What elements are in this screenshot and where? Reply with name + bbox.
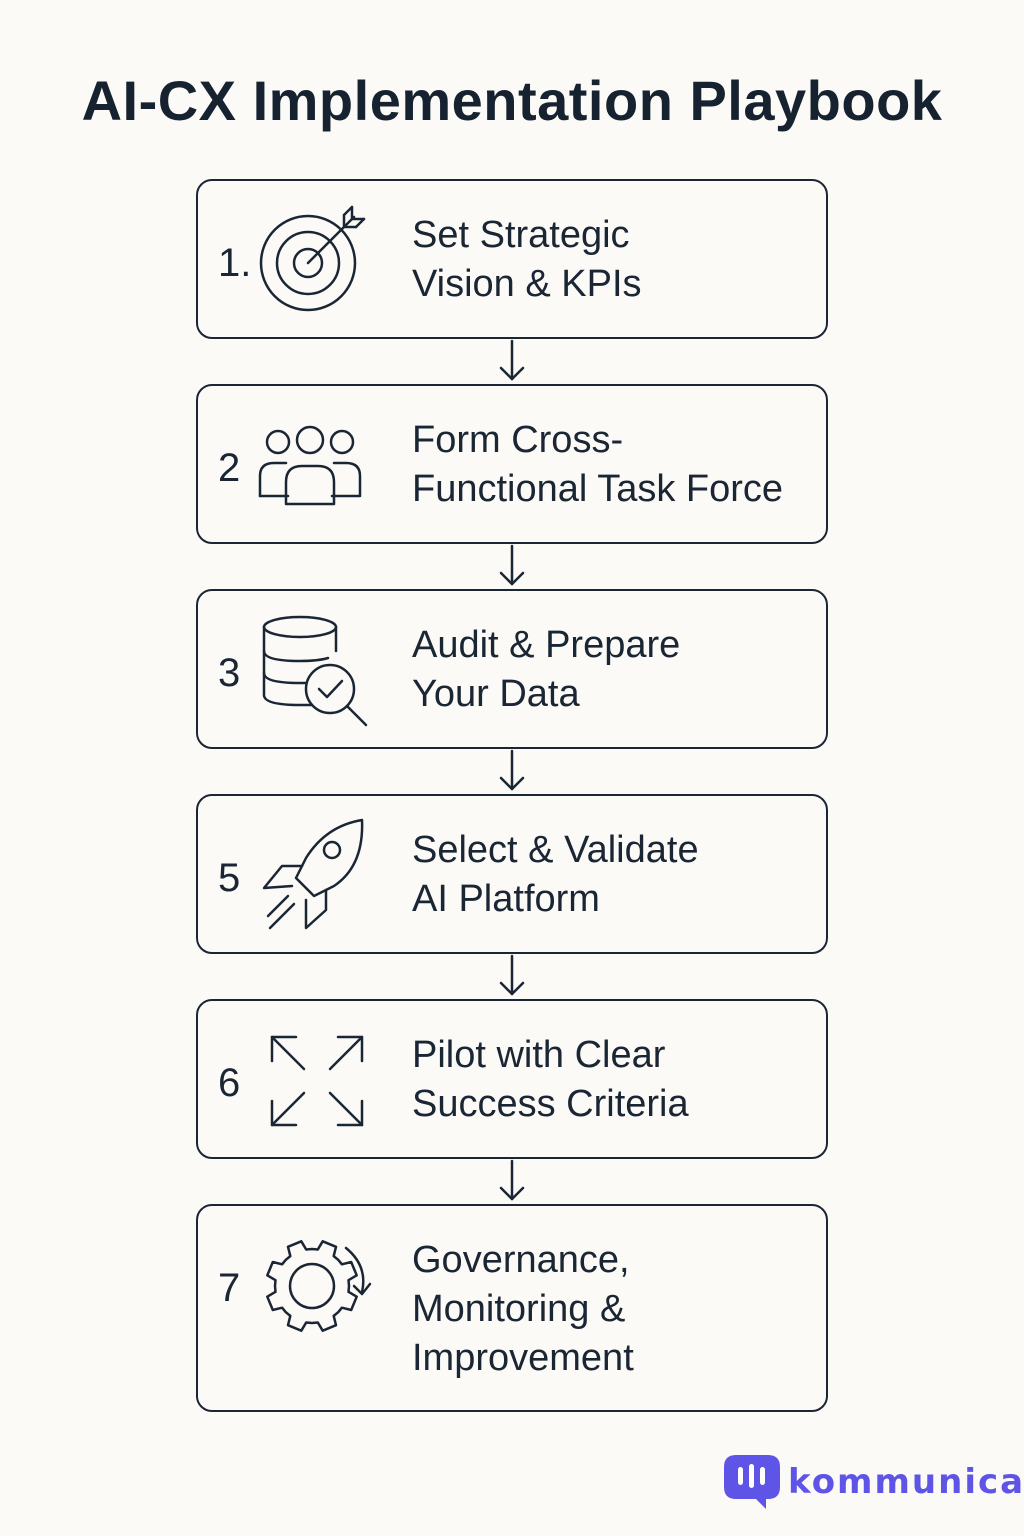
brand-logo: kommunicate [722,1452,1024,1512]
down-arrow-connector [497,1159,527,1205]
step-number: 5 [218,856,241,900]
step-number: 6 [218,1061,241,1105]
step-label-line: Vision & KPIs [412,263,642,305]
target-icon [256,201,380,321]
step-card-3: 3 Audit & Prepare Your Data [196,589,828,749]
step-number: 1. [218,241,252,285]
step-card-5: 5 Select & Validate AI Platform [196,794,828,954]
team-icon [256,406,380,526]
step-label-line: Functional Task Force [412,468,784,510]
step-label: Select & Validate AI Platform [412,826,806,924]
step-label-line: Monitoring & [412,1288,626,1330]
down-arrow-connector [497,544,527,590]
step-number: 3 [218,651,241,695]
down-arrow-connector [497,749,527,795]
rocket-icon [256,816,380,936]
step-label: Form Cross- Functional Task Force [412,416,806,514]
expand-arrows-icon [256,1021,380,1141]
step-label-line: Governance, [412,1239,630,1281]
step-number: 2 [218,446,241,490]
step-label-line: Select & Validate [412,829,699,871]
step-card-1: 1. Set Strategic Vision & KPIs [196,179,828,339]
step-label-line: Your Data [412,673,580,715]
database-check-icon [256,611,380,731]
gear-cycle-icon [256,1230,380,1350]
step-card-7: 7 Governance, Monitoring & Improvement [196,1204,828,1412]
step-label: Governance, Monitoring & Improvement [412,1236,806,1383]
step-label: Audit & Prepare Your Data [412,621,806,719]
step-label-line: Set Strategic [412,214,630,256]
step-card-6: 6 Pilot with Clear Success Criteria [196,999,828,1159]
chat-bubble-logo-icon [724,1455,780,1509]
step-label-line: Audit & Prepare [412,624,681,666]
step-number: 7 [218,1266,241,1310]
brand-name: kommunicate [788,1462,1024,1502]
step-label-line: Success Criteria [412,1083,689,1125]
step-label: Pilot with Clear Success Criteria [412,1031,806,1129]
down-arrow-connector [497,339,527,385]
step-label-line: Improvement [412,1337,634,1379]
step-label-line: AI Platform [412,878,600,920]
step-label-line: Form Cross- [412,419,624,461]
step-label-line: Pilot with Clear [412,1034,666,1076]
down-arrow-connector [497,954,527,1000]
step-card-2: 2 Form Cross- Functional Task Force [196,384,828,544]
step-label: Set Strategic Vision & KPIs [412,211,806,309]
page-title: AI-CX Implementation Playbook [81,69,943,132]
